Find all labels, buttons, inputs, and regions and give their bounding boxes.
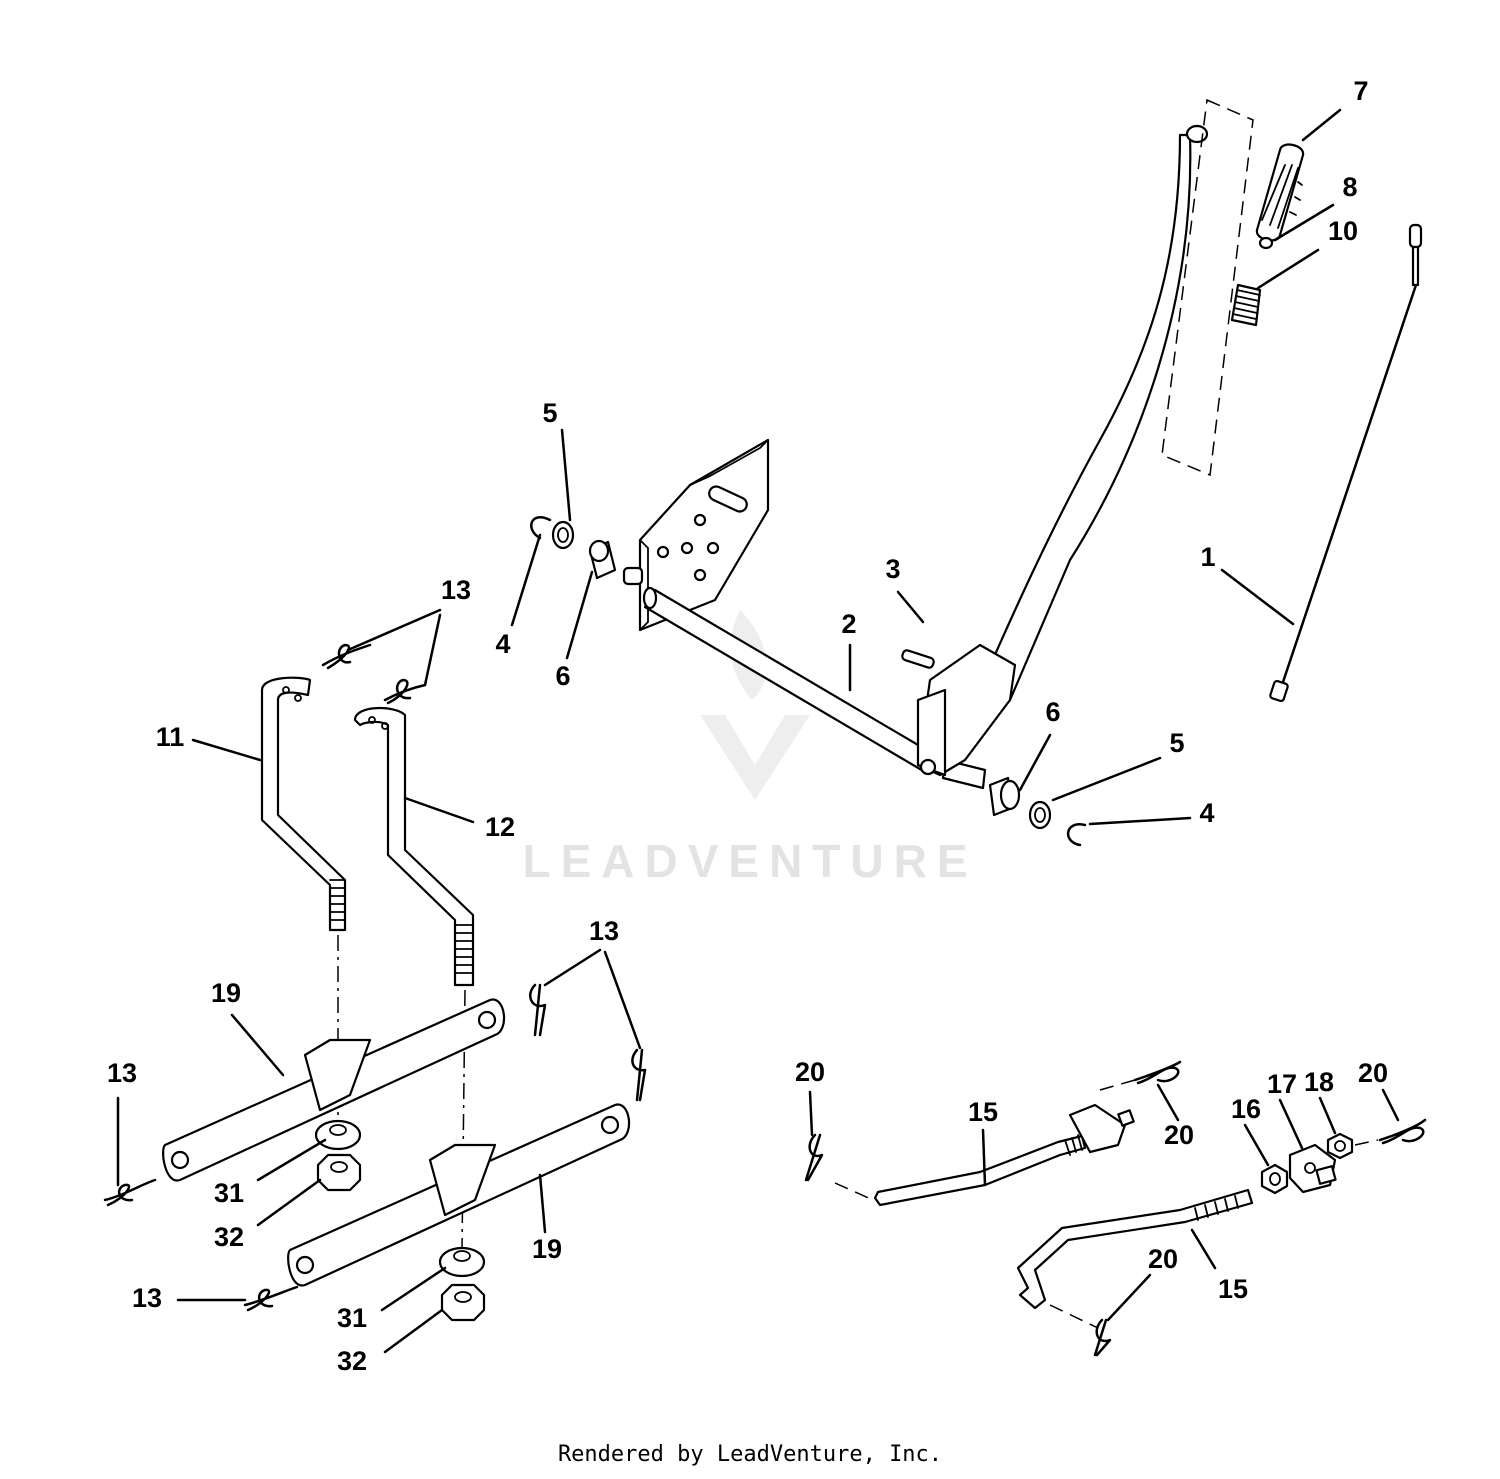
callout-2: 2 bbox=[841, 609, 856, 639]
hairpin-clip-right-b bbox=[631, 1048, 647, 1102]
callout-6-right: 6 bbox=[1045, 697, 1060, 727]
lift-link-right bbox=[353, 706, 475, 987]
callout-11: 11 bbox=[156, 722, 185, 752]
retaining-clip-left bbox=[530, 516, 552, 540]
hairpin-clip-20-lower bbox=[1093, 1318, 1112, 1357]
lift-arm-lower bbox=[287, 1103, 631, 1287]
grip-group-outline bbox=[1161, 98, 1254, 477]
mounting-plate bbox=[638, 438, 770, 632]
callout-19-lower: 19 bbox=[532, 1234, 562, 1264]
watermark: LEADVENTURE bbox=[522, 610, 977, 887]
hairpin-clip-left-lower bbox=[243, 1285, 299, 1312]
assembly-line-1 bbox=[834, 1182, 874, 1201]
callout-13-left: 13 bbox=[107, 1058, 137, 1088]
callout-16: 16 bbox=[1231, 1094, 1261, 1124]
handle-grip bbox=[1255, 143, 1305, 242]
watermark-logo bbox=[700, 715, 810, 800]
hex-nut-16 bbox=[1260, 1163, 1289, 1195]
callout-31-upper: 31 bbox=[214, 1178, 244, 1208]
lift-arm-upper bbox=[162, 998, 506, 1182]
callout-32-lower: 32 bbox=[337, 1346, 367, 1376]
callout-12: 12 bbox=[485, 812, 515, 842]
callout-5-right: 5 bbox=[1169, 728, 1184, 758]
callout-13-bottom: 13 bbox=[132, 1283, 162, 1313]
callout-32-upper: 32 bbox=[214, 1222, 244, 1252]
hairpin-clip-20-top bbox=[1133, 1060, 1182, 1085]
watermark-text: LEADVENTURE bbox=[522, 835, 977, 887]
callout-17: 17 bbox=[1267, 1069, 1297, 1099]
lift-rod bbox=[1269, 223, 1423, 703]
spring bbox=[1230, 283, 1262, 327]
grip-button bbox=[1258, 236, 1274, 250]
callout-13-right: 13 bbox=[589, 916, 619, 946]
callout-4-left: 4 bbox=[495, 629, 510, 659]
adjustment-rod-upper bbox=[873, 1103, 1135, 1207]
callout-31-lower: 31 bbox=[337, 1303, 367, 1333]
hairpin-clip-top2 bbox=[383, 678, 427, 705]
washer-left bbox=[551, 520, 575, 550]
callout-20-left: 20 bbox=[795, 1057, 825, 1087]
hairpin-clip-left-upper bbox=[103, 1178, 157, 1207]
callout-18: 18 bbox=[1304, 1067, 1334, 1097]
callout-13-top: 13 bbox=[441, 575, 471, 605]
bushing-nut-31-lower bbox=[438, 1246, 486, 1278]
callout-7: 7 bbox=[1353, 76, 1368, 106]
callout-1: 1 bbox=[1200, 542, 1215, 572]
hairpin-clip-top1 bbox=[321, 643, 372, 670]
assembly-line-3 bbox=[1049, 1304, 1099, 1329]
callout-20-right: 20 bbox=[1358, 1058, 1388, 1088]
hairpin-clip-right-a bbox=[529, 983, 547, 1037]
footer-credit: Rendered by LeadVenture, Inc. bbox=[557, 1442, 943, 1467]
hairpin-clip-20-right bbox=[1378, 1118, 1427, 1145]
washer-right bbox=[1028, 800, 1052, 830]
lift-handle bbox=[916, 124, 1209, 777]
adjustment-rod-lower bbox=[1016, 1188, 1254, 1310]
callout-10: 10 bbox=[1328, 216, 1358, 246]
leader-lines bbox=[116, 108, 1400, 1354]
retaining-clip-right bbox=[1067, 823, 1087, 847]
callout-15-upper: 15 bbox=[968, 1097, 998, 1127]
hex-nut-18 bbox=[1326, 1132, 1354, 1160]
callout-8: 8 bbox=[1342, 172, 1357, 202]
callout-20-top: 20 bbox=[1164, 1120, 1194, 1150]
callout-20-lower: 20 bbox=[1148, 1244, 1178, 1274]
callout-19-upper: 19 bbox=[211, 978, 241, 1008]
callout-3: 3 bbox=[885, 554, 900, 584]
callout-4-right: 4 bbox=[1199, 798, 1214, 828]
callout-6-left: 6 bbox=[555, 661, 570, 691]
assembly-line-4 bbox=[1354, 1139, 1379, 1146]
lift-link-left bbox=[260, 676, 347, 932]
roll-pin bbox=[901, 649, 935, 669]
hairpin-clip-20-left bbox=[804, 1133, 824, 1182]
callout-5-left: 5 bbox=[542, 398, 557, 428]
callout-numbers: 1 2 3 4 4 5 5 6 6 7 8 10 11 12 13 13 13 … bbox=[107, 76, 1388, 1376]
assembly-line-2 bbox=[1099, 1079, 1136, 1091]
callout-15-lower: 15 bbox=[1218, 1274, 1248, 1304]
